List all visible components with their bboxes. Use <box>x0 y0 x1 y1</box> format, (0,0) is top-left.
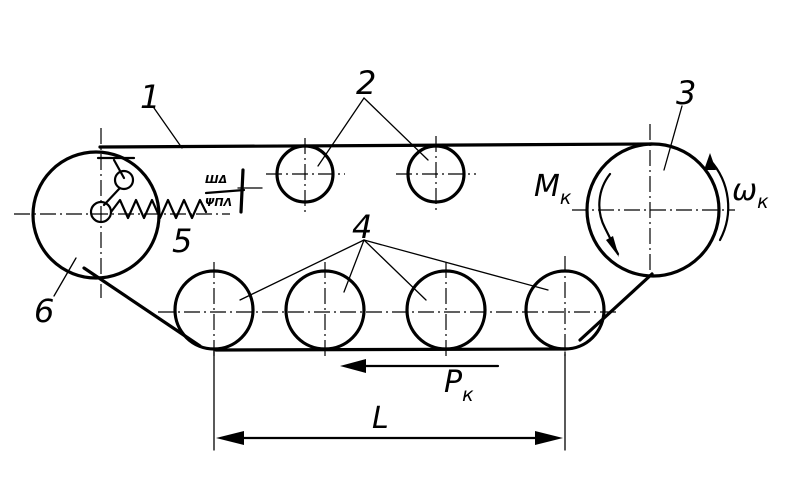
label-drive-wheel: 3 <box>676 74 696 112</box>
angular-velocity-symbol: ωк <box>732 173 769 213</box>
label-idler-wheel: 6 <box>34 292 54 330</box>
torque-arrowhead <box>606 236 619 257</box>
drive-wheel <box>572 124 735 280</box>
torque-arrow <box>598 172 620 256</box>
label-tensioner: 5 <box>172 222 192 260</box>
label-road-wheels: 4 <box>352 208 372 246</box>
torque-symbol: Mк <box>534 169 572 209</box>
traction-force-symbol: Pк <box>444 365 474 406</box>
dimension-l <box>213 349 566 451</box>
leader-lines <box>53 97 683 301</box>
spring-mark-upper: ШΔ <box>205 173 227 186</box>
support-rollers <box>266 136 476 212</box>
tensioner-mechanism: ШΔ ΨΠΛ <box>89 156 263 224</box>
tensioner-upper-pivot <box>113 169 135 191</box>
traction-force-arrow <box>340 359 500 373</box>
length-symbol: L <box>372 401 389 436</box>
tensioner-spring <box>109 198 208 220</box>
road-wheels <box>158 256 618 356</box>
label-support-rollers: 2 <box>356 64 376 102</box>
angular-velocity-arrow <box>708 158 730 242</box>
idler-wheel <box>14 128 230 298</box>
track-belt <box>82 142 654 352</box>
spring-mark-lower: ΨΠΛ <box>205 196 232 209</box>
label-track: 1 <box>140 78 160 116</box>
angular-velocity-arrowhead <box>704 153 716 170</box>
